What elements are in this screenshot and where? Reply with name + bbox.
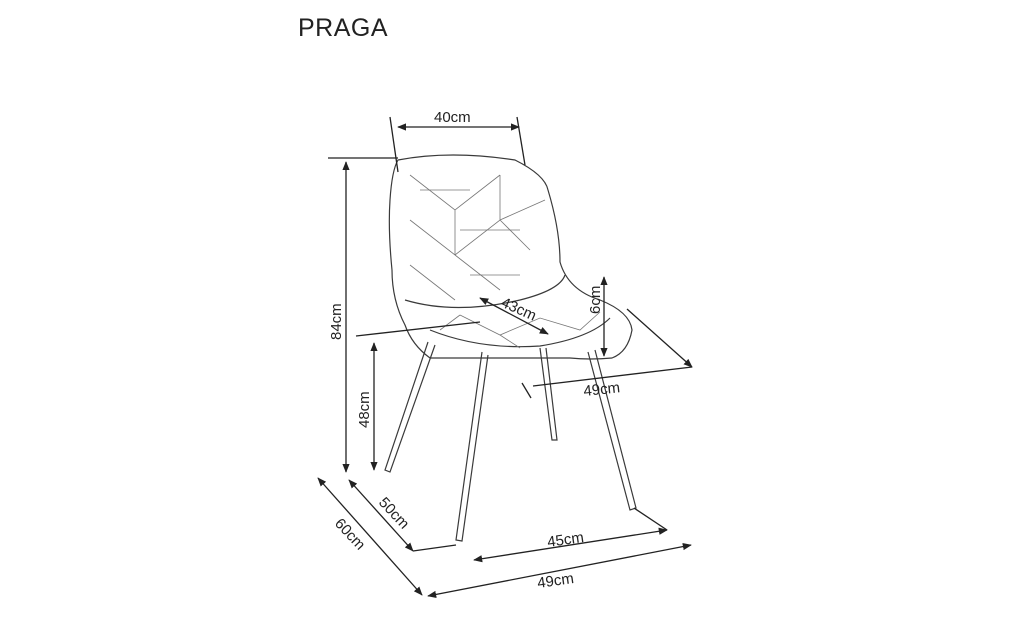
label-seat-width: 49cm (583, 379, 621, 400)
label-total-depth: 60cm (331, 515, 368, 553)
label-seat-depth: 43cm (498, 294, 538, 324)
label-leg-width: 45cm (546, 529, 585, 551)
label-leg-depth: 50cm (375, 494, 412, 532)
product-title: PRAGA (298, 14, 389, 42)
label-total-width: 49cm (536, 570, 575, 592)
label-seat-height: 48cm (356, 391, 373, 428)
label-total-height: 84cm (328, 303, 345, 340)
label-cushion-thickness: 6cm (587, 286, 604, 314)
dimension-lines (317, 116, 693, 599)
label-seat-width-top: 40cm (434, 109, 471, 126)
chair-illustration (384, 154, 637, 542)
